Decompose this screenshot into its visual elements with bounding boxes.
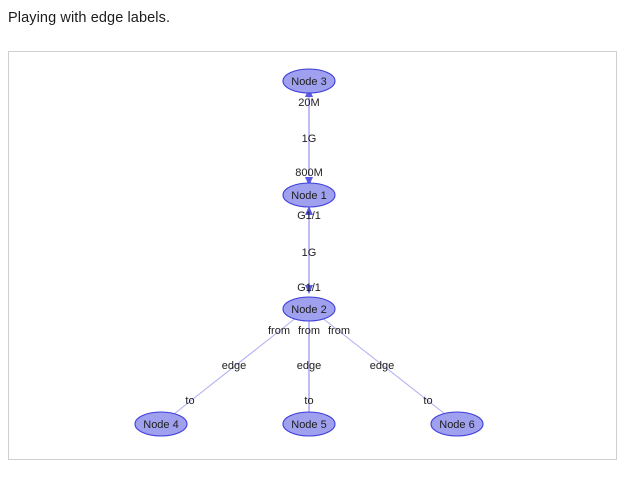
edge-node2-node6[interactable]: from edge to — [320, 316, 446, 415]
edge-segment — [173, 316, 298, 415]
edge-label-3: G1/1 — [297, 282, 321, 294]
edge-label-from: from — [298, 325, 320, 337]
edge-node2-node4[interactable]: from edge to — [173, 316, 298, 415]
node-label: Node 2 — [291, 304, 326, 316]
edge-label-to: to — [185, 395, 194, 407]
node-node4[interactable]: Node 4 — [134, 411, 188, 437]
edge-label-to: to — [304, 395, 313, 407]
node-label: Node 3 — [291, 76, 326, 88]
node-shape — [134, 411, 188, 437]
edge-segment — [320, 316, 446, 415]
edge-node1-node3[interactable]: 20M 1G 800M — [295, 88, 323, 198]
graph-panel: 20M 1G 800M G1/1 1G G1/1 from edge to fr… — [8, 51, 617, 460]
edge-label-3: 800M — [295, 167, 323, 179]
node-node5[interactable]: Node 5 — [282, 411, 336, 437]
arrowhead-down-icon — [305, 177, 313, 186]
edge-label-from: from — [268, 325, 290, 337]
node-shape — [282, 296, 336, 322]
arrowhead-up-icon — [305, 206, 313, 215]
edge-label-2: 1G — [302, 247, 317, 259]
network-graph[interactable]: 20M 1G 800M G1/1 1G G1/1 from edge to fr… — [9, 52, 616, 459]
edge-label-edge: edge — [222, 360, 246, 372]
node-shape — [282, 68, 336, 94]
node-node3[interactable]: Node 3 — [282, 68, 336, 94]
node-shape — [282, 182, 336, 208]
edge-node2-node5[interactable]: from edge to — [297, 321, 321, 412]
edge-label-to: to — [423, 395, 432, 407]
arrowhead-down-icon — [305, 285, 313, 294]
edge-label-1: G1/1 — [297, 210, 321, 222]
node-node1[interactable]: Node 1 — [282, 182, 336, 208]
node-node6[interactable]: Node 6 — [430, 411, 484, 437]
edge-node1-node2[interactable]: G1/1 1G G1/1 — [297, 206, 321, 294]
node-label: Node 6 — [439, 419, 474, 431]
node-shape — [282, 411, 336, 437]
edge-label-2: 1G — [302, 133, 317, 145]
edge-label-edge: edge — [297, 360, 321, 372]
node-label: Node 1 — [291, 190, 326, 202]
edge-label-1: 20M — [298, 97, 319, 109]
edge-label-edge: edge — [370, 360, 394, 372]
node-label: Node 4 — [143, 419, 178, 431]
page-title: Playing with edge labels. — [8, 10, 171, 26]
node-shape — [430, 411, 484, 437]
node-node2[interactable]: Node 2 — [282, 296, 336, 322]
edge-label-from: from — [328, 325, 350, 337]
node-label: Node 5 — [291, 419, 326, 431]
